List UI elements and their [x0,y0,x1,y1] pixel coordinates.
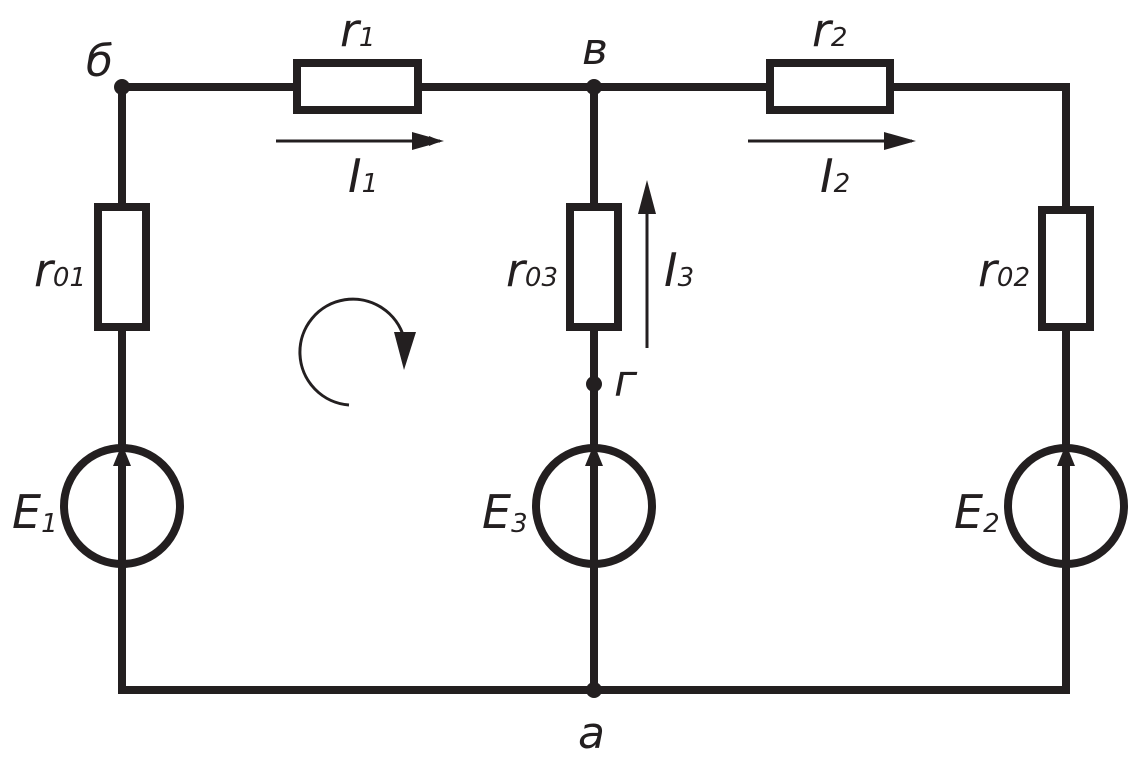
source-e3-arrowhead [585,444,603,466]
current-arrows [276,132,916,348]
resistor-r01-sub: 01 [53,263,86,293]
resistor-r02-sub: 02 [997,263,1030,293]
labels: б в г а r1 r2 r01 r03 r02 E1 E3 E2 [12,3,1030,759]
node-b-dot [114,79,130,95]
loop-direction [298,297,416,407]
resistor-r03-sub: 03 [525,263,558,293]
resistor-r2-main: r [812,3,834,57]
sources [60,444,1128,570]
loop-arrowhead [394,332,416,370]
resistor-r2 [766,59,894,114]
node-v-dot [586,79,602,95]
source-e2-sub: 2 [983,509,1000,539]
source-e1-main: E [12,485,41,539]
resistor-r01 [94,203,150,331]
resistors [94,59,1094,331]
resistor-r1-label: r1 [340,3,375,57]
resistor-r2-sub: 2 [831,23,848,53]
current-i2-label: I2 [820,149,850,203]
source-e1-label: E1 [12,485,58,539]
node-a-dot [586,682,602,698]
resistor-r1-main: r [340,3,362,57]
resistor-r02-label: r02 [978,243,1030,297]
current-i2-main: I [820,149,834,203]
resistor-r2-label: r2 [812,3,847,57]
resistor-r01-main: r [34,243,56,297]
source-e1-sub: 1 [41,509,58,539]
source-e1-arrowhead [113,444,131,466]
source-e3-sub: 3 [511,509,528,539]
node-g-dot [586,376,602,392]
current-i3-label: I3 [664,243,694,297]
source-e2-arrowhead [1057,444,1075,466]
current-i2-arrowhead [884,132,916,150]
current-i1-arrowhead [412,132,444,150]
source-e3-label: E3 [482,485,528,539]
source-e2-main: E [954,485,983,539]
current-i3-arrowhead [638,180,656,214]
current-i1-label: I1 [348,149,378,203]
node-v-label: в [582,24,608,75]
resistor-r01-label: r01 [34,243,86,297]
nodes [114,79,602,698]
source-e3-main: E [482,485,511,539]
node-g-label: г [614,356,638,407]
current-i1-sub: 1 [362,169,379,199]
resistor-r03-label: r03 [506,243,558,297]
source-e2-label: E2 [954,485,1000,539]
current-i2-sub: 2 [834,169,851,199]
resistor-r1-sub: 1 [359,23,376,53]
current-i3-sub: 3 [678,263,695,293]
resistor-r1 [293,59,422,114]
resistor-r03-main: r [506,243,528,297]
current-i3-main: I [664,243,678,297]
resistor-r03 [566,203,622,331]
loop-arc [298,297,406,407]
resistor-r02 [1038,206,1094,331]
node-a-label: а [578,708,605,759]
current-i1-main: I [348,149,362,203]
node-b-label: б [86,36,113,87]
resistor-r02-main: r [978,243,1000,297]
